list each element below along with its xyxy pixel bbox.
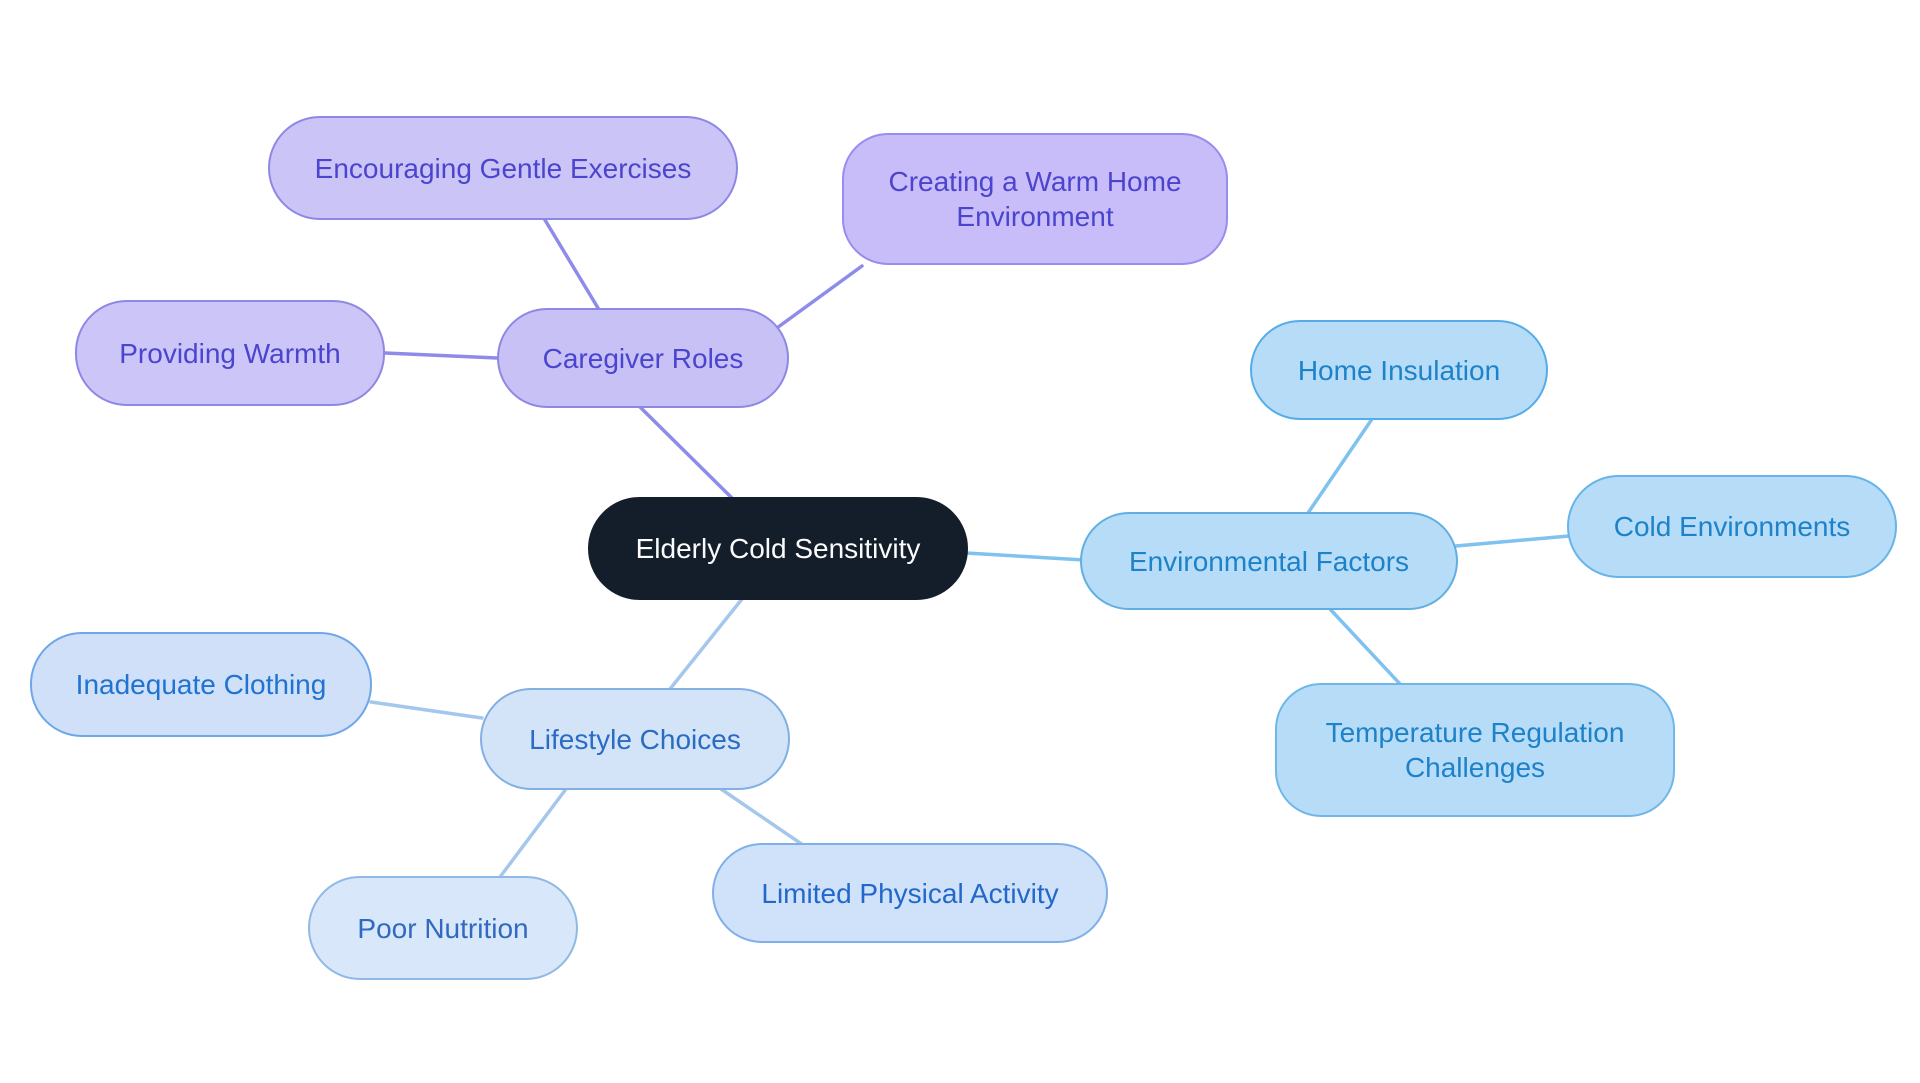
edge-home-insulation-environmental-factors: [1306, 417, 1374, 515]
edge-environmental-factors-cold-environments: [1454, 534, 1571, 548]
edge-root-environmental-factors: [964, 551, 1086, 562]
node-home-insulation[interactable]: Home Insulation: [1250, 320, 1548, 420]
node-temperature-regulation-challenges[interactable]: Temperature Regulation Challenges: [1275, 683, 1675, 817]
edge-encouraging-exercises-caregiver-roles: [543, 218, 600, 310]
node-elderly-cold-sensitivity[interactable]: Elderly Cold Sensitivity: [588, 497, 968, 600]
node-cold-environments[interactable]: Cold Environments: [1567, 475, 1897, 578]
edge-lifestyle-choices-limited-activity: [719, 787, 805, 847]
node-limited-physical-activity[interactable]: Limited Physical Activity: [712, 843, 1108, 943]
edge-environmental-factors-temperature-regulation: [1328, 607, 1402, 686]
node-providing-warmth[interactable]: Providing Warmth: [75, 300, 385, 406]
edge-providing-warmth-caregiver-roles: [383, 351, 499, 360]
edge-inadequate-clothing-lifestyle-choices: [369, 700, 484, 720]
node-inadequate-clothing[interactable]: Inadequate Clothing: [30, 632, 372, 737]
edge-root-lifestyle-choices: [668, 597, 744, 691]
edge-lifestyle-choices-poor-nutrition: [498, 787, 568, 879]
node-encouraging-gentle-exercises[interactable]: Encouraging Gentle Exercises: [268, 116, 738, 220]
node-caregiver-roles[interactable]: Caregiver Roles: [497, 308, 789, 408]
edge-creating-warm-home-caregiver-roles: [768, 264, 864, 335]
node-poor-nutrition[interactable]: Poor Nutrition: [308, 876, 578, 980]
node-lifestyle-choices[interactable]: Lifestyle Choices: [480, 688, 790, 790]
node-creating-warm-home-environment[interactable]: Creating a Warm Home Environment: [842, 133, 1228, 265]
edge-caregiver-roles-root: [638, 405, 739, 505]
node-environmental-factors[interactable]: Environmental Factors: [1080, 512, 1458, 610]
